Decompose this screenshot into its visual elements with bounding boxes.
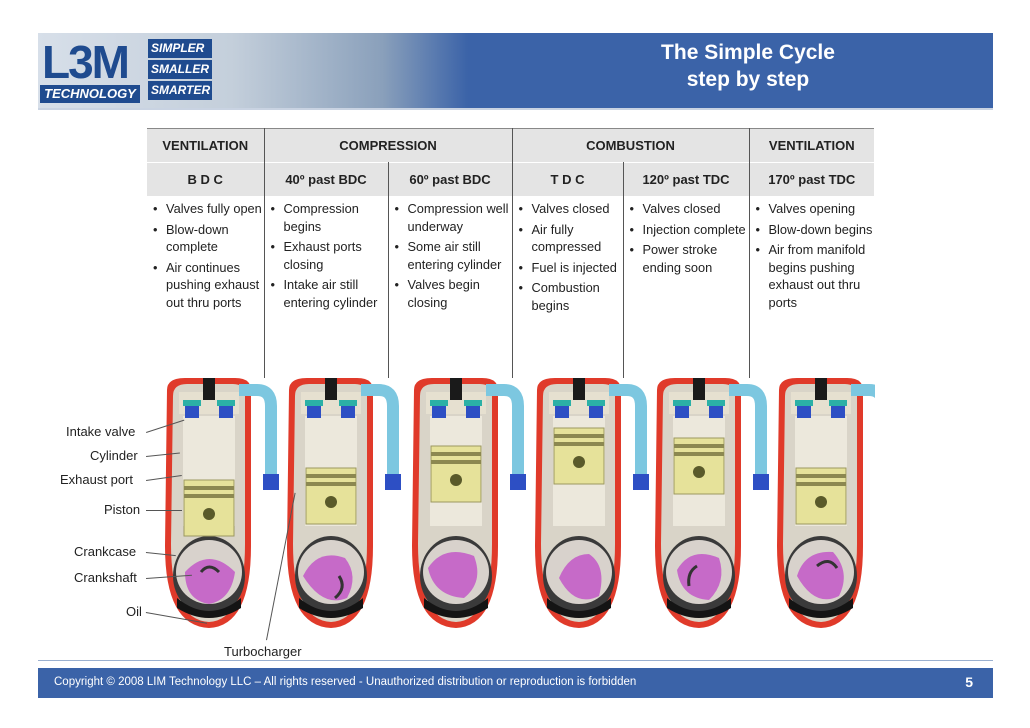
label-crankcase: Crankcase [74, 544, 137, 559]
phase-header: COMBUSTION [512, 128, 750, 163]
engine-illustrations [145, 376, 875, 638]
phase-header: VENTILATION [147, 128, 265, 163]
title-line-2: step by step [686, 68, 810, 91]
position-cell: 60º past BDC [388, 162, 513, 196]
header-divider [38, 108, 993, 110]
label-exhaust-port: Exhaust port [60, 472, 133, 487]
phase-row: VENTILATION COMPRESSION COMBUSTION VENTI… [147, 128, 875, 163]
engine-bdc [165, 378, 279, 628]
position-cell: B D C [147, 162, 265, 196]
engine-120-past-tdc [655, 378, 769, 628]
logo-technology-text: TECHNOLOGY [40, 85, 140, 103]
phase-header: VENTILATION [749, 128, 875, 163]
slide-header: L3M TECHNOLOGY SIMPLER SMALLER SMARTER T… [38, 33, 993, 108]
slide-footer: Copyright © 2008 LIM Technology LLC – Al… [38, 668, 993, 698]
engine-tdc [535, 378, 649, 628]
position-cell: 120º past TDC [623, 162, 750, 196]
position-cell: 40º past BDC [264, 162, 389, 196]
title-line-1: The Simple Cycle [661, 41, 835, 64]
slide-title: The Simple Cycle step by step [598, 39, 898, 93]
label-intake-valve: Intake valve [66, 424, 136, 439]
note-item: Valves fully open [153, 200, 264, 218]
label-cylinder: Cylinder [90, 448, 138, 463]
position-row: B D C 40º past BDC 60º past BDC T D C 12… [147, 162, 875, 196]
note-item: Power stroke ending soon [630, 241, 749, 276]
logo-tagline: SIMPLER SMALLER SMARTER [148, 39, 212, 102]
note-item: Air from manifold begins pushing exhaust… [756, 241, 875, 311]
notes-cell: Valves opening Blow-down begins Air from… [749, 196, 875, 378]
label-turbocharger: Turbocharger [224, 644, 302, 659]
note-item: Compression well underway [395, 200, 512, 235]
notes-cell: Valves closed Air fully compressed Fuel … [512, 196, 624, 378]
footer-divider [38, 660, 993, 661]
notes-cell: Compression begins Exhaust ports closing… [264, 196, 389, 378]
note-item: Some air still entering cylinder [395, 238, 512, 273]
logo-panel: L3M TECHNOLOGY SIMPLER SMALLER SMARTER [38, 33, 468, 108]
logo-word: SMALLER [148, 60, 212, 79]
notes-cell: Compression well underway Some air still… [388, 196, 513, 378]
phase-header: COMPRESSION [264, 128, 513, 163]
note-item: Blow-down complete [153, 221, 264, 256]
engine-40-past-bdc [287, 378, 401, 628]
note-item: Valves begin closing [395, 276, 512, 311]
note-item: Air fully compressed [519, 221, 623, 256]
logo-word: SMARTER [148, 81, 212, 100]
engine-60-past-bdc [412, 378, 526, 628]
note-item: Blow-down begins [756, 221, 875, 239]
note-item: Air continues pushing exhaust out thru p… [153, 259, 264, 312]
label-crankshaft: Crankshaft [74, 570, 137, 585]
leader-line [146, 510, 182, 511]
note-item: Valves opening [756, 200, 875, 218]
note-item: Intake air still entering cylinder [271, 276, 388, 311]
note-item: Compression begins [271, 200, 388, 235]
label-piston: Piston [104, 502, 141, 517]
note-item: Valves closed [630, 200, 749, 218]
page-number: 5 [965, 674, 973, 690]
position-cell: T D C [512, 162, 624, 196]
position-cell: 170º past TDC [749, 162, 875, 196]
note-item: Valves closed [519, 200, 623, 218]
copyright-text: Copyright © 2008 LIM Technology LLC – Al… [54, 676, 637, 688]
notes-cell: Valves closed Injection complete Power s… [623, 196, 750, 378]
note-item: Fuel is injected [519, 259, 623, 277]
logo-word: SIMPLER [148, 39, 212, 58]
notes-row: Valves fully open Blow-down complete Air… [147, 196, 875, 378]
note-item: Injection complete [630, 221, 749, 239]
engine-170-past-tdc [777, 378, 875, 628]
label-oil: Oil [126, 604, 142, 619]
note-item: Exhaust ports closing [271, 238, 388, 273]
cycle-table: VENTILATION COMPRESSION COMBUSTION VENTI… [147, 128, 875, 378]
lim-logo: L3M [42, 36, 130, 88]
note-item: Combustion begins [519, 279, 623, 314]
notes-cell: Valves fully open Blow-down complete Air… [147, 196, 265, 378]
